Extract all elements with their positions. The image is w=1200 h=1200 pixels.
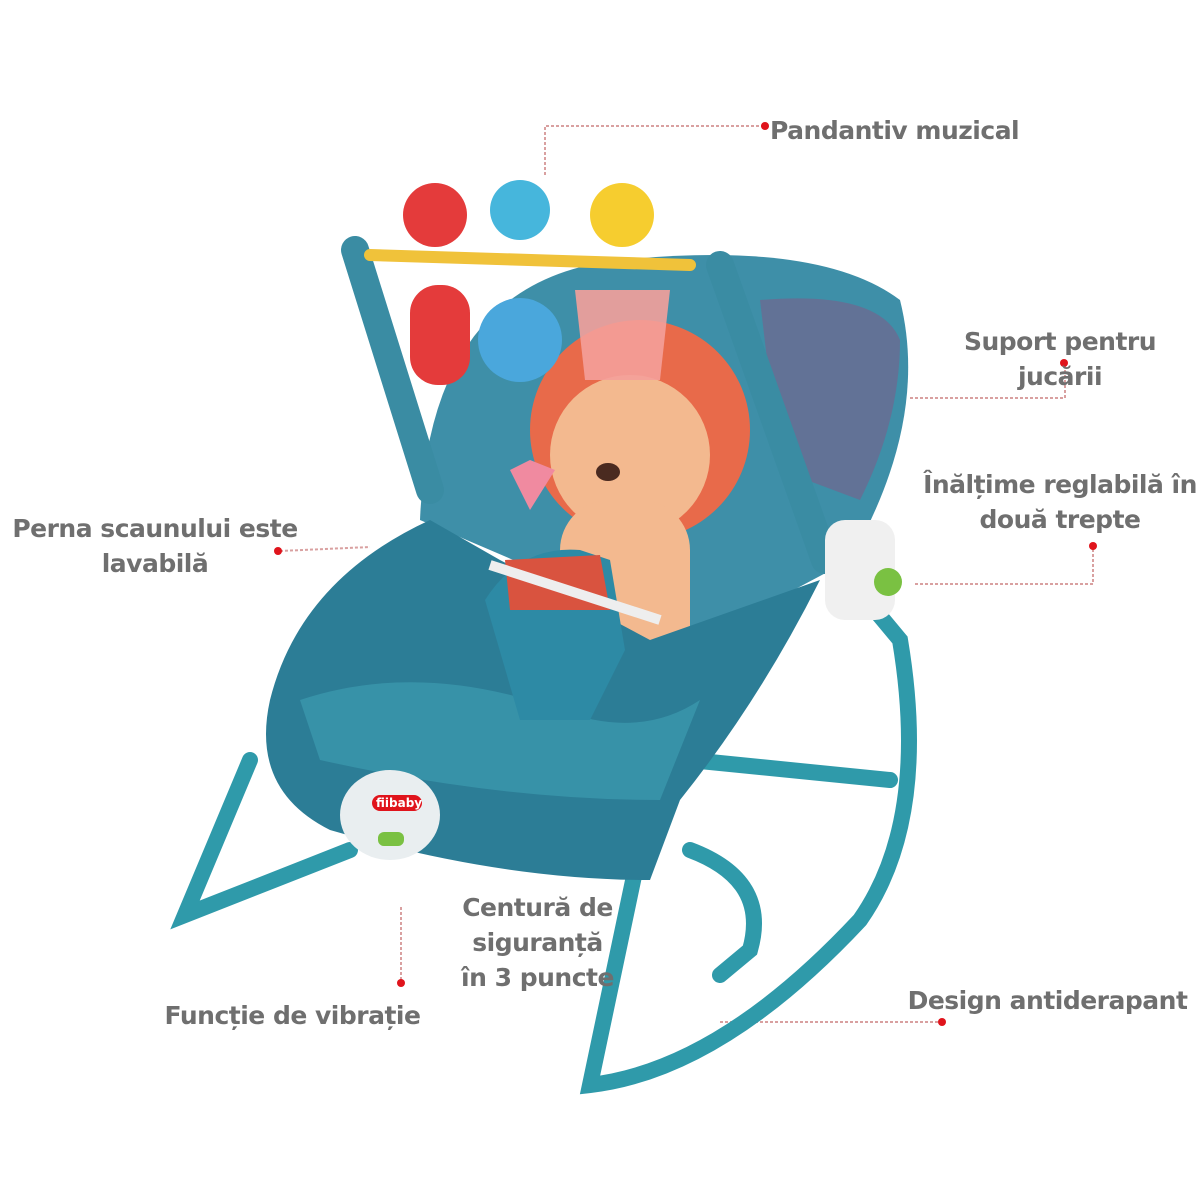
rocker-frame — [170, 572, 917, 1095]
label-toy-support: Suport pentru jucării — [963, 327, 1157, 391]
label-washable-cushion: Perna scaunului este lavabilă — [10, 511, 300, 581]
label-musical-pendant: Pandantiv muzical — [770, 116, 1020, 145]
label-anti-slip: Design antiderapant — [907, 986, 1188, 1015]
label-line: în 3 puncte — [461, 963, 614, 992]
label-line: două trepte — [979, 505, 1141, 534]
label-line: Centură de — [462, 893, 613, 922]
label-line: Înălțime reglabilă în — [923, 470, 1197, 499]
vibration-unit: fiibaby — [340, 770, 440, 860]
brand-logo: fiibaby — [376, 796, 422, 810]
label-line: lavabilă — [101, 549, 209, 578]
label-adjustable-height: Înălțime reglabilă în două trepte — [920, 467, 1200, 537]
label-seat-belt: Centură de siguranță în 3 puncte — [450, 890, 625, 995]
label-line: Perna scaunului este — [12, 514, 298, 543]
toy-bar — [341, 180, 839, 574]
label-line: siguranță — [472, 928, 603, 957]
height-adjust-knob — [825, 520, 902, 620]
label-vibration: Funcție de vibrație — [164, 1001, 421, 1030]
callout-dots — [274, 122, 1097, 1026]
